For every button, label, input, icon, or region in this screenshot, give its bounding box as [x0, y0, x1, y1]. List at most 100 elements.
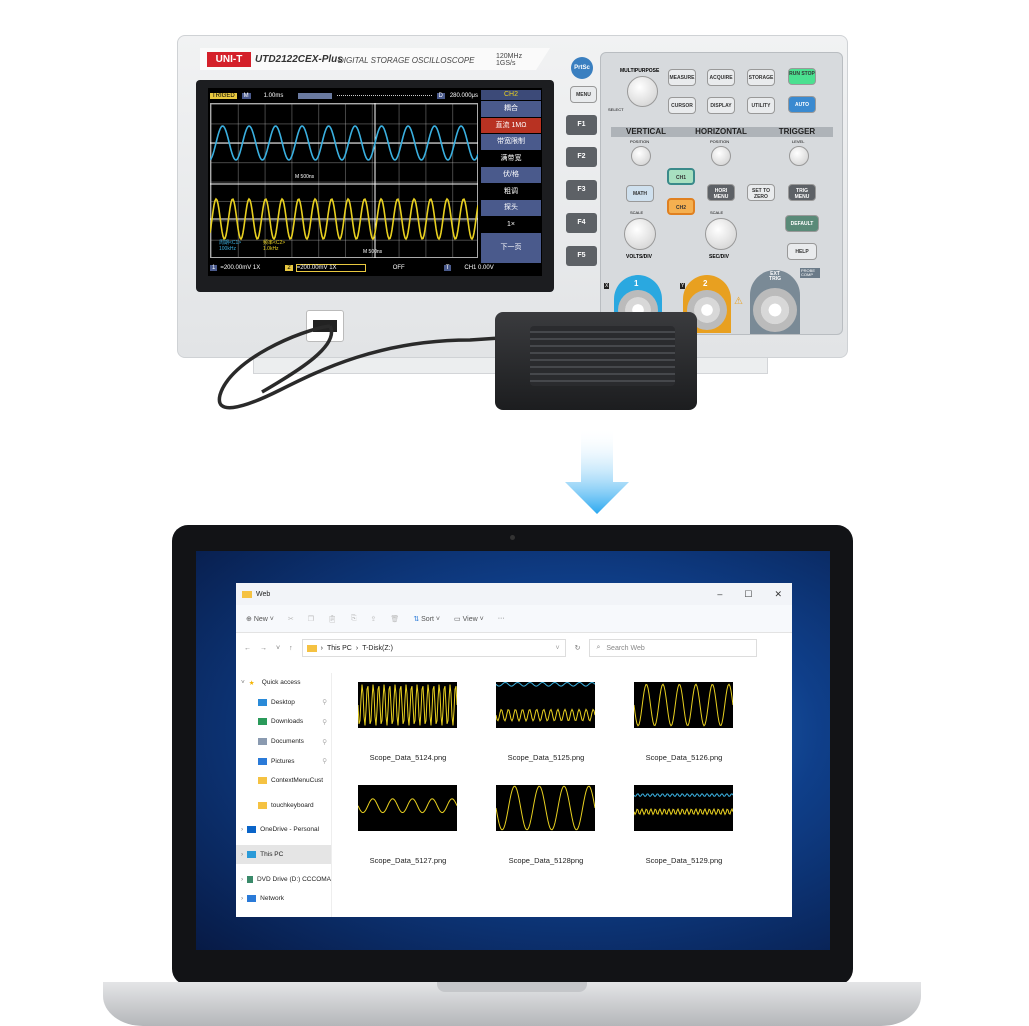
- sidebar-item-touchkeyboard[interactable]: touchkeyboard: [236, 796, 331, 816]
- chevron-right-icon[interactable]: ›: [241, 826, 244, 834]
- y-label: Y: [680, 283, 686, 289]
- desktop-icon: [258, 698, 267, 706]
- sidebar-item-onedrive-personal[interactable]: ›OneDrive - Personal: [236, 820, 331, 840]
- chevron-right-icon[interactable]: ›: [241, 895, 244, 903]
- acquire-button[interactable]: ACQUIRE: [707, 69, 735, 86]
- menu-coupling-value[interactable]: 直流 1MΩ: [481, 117, 541, 133]
- h-position-knob[interactable]: [711, 146, 731, 166]
- paste-icon[interactable]: 📋︎: [328, 615, 337, 623]
- chevron-down-icon[interactable]: ˅: [241, 679, 245, 687]
- display-button[interactable]: DISPLAY: [707, 97, 735, 114]
- sidebar-item-downloads[interactable]: Downloads⚲: [236, 712, 331, 732]
- menu-probe-value[interactable]: 1×: [481, 216, 541, 232]
- webcam: [510, 535, 515, 540]
- menu-bandwidth-value[interactable]: 满带宽: [481, 150, 541, 166]
- ch2-measurement-label: 频率<C2>: [263, 240, 286, 246]
- file-item[interactable]: Scope_Data_5125.png: [476, 677, 596, 772]
- trigger-level-knob[interactable]: [789, 146, 809, 166]
- ext-trig-bnc-connector[interactable]: [753, 288, 797, 332]
- search-input[interactable]: ⌕Search Web: [589, 639, 758, 657]
- new-button[interactable]: ⊕ New ˅: [246, 615, 274, 623]
- menu-next-page[interactable]: 下一页: [481, 233, 541, 263]
- recent-icon[interactable]: ˅: [276, 644, 281, 652]
- breadcrumb-this-pc[interactable]: This PC: [326, 644, 352, 652]
- file-item[interactable]: Scope_Data_5124.png: [338, 677, 458, 772]
- sidebar-item-quick-access[interactable]: ˅★Quick access: [236, 673, 331, 693]
- share-icon[interactable]: ⇪: [370, 615, 377, 623]
- maximize-icon[interactable]: ☐: [744, 588, 753, 599]
- cursor-button[interactable]: CURSOR: [668, 97, 696, 114]
- waveform-overview: [337, 95, 432, 96]
- model-name: UTD2122CEX-Plus: [255, 54, 343, 65]
- sidebar-item-documents[interactable]: Documents⚲: [236, 732, 331, 752]
- measure-button[interactable]: MEASURE: [668, 69, 696, 86]
- sort-button[interactable]: ⇅ Sort ˅: [413, 615, 441, 623]
- refresh-icon[interactable]: ↻: [574, 645, 581, 652]
- up-icon[interactable]: ↑: [289, 644, 293, 652]
- menu-bandwidth[interactable]: 带宽限制: [481, 134, 541, 150]
- more-button[interactable]: ···: [497, 615, 505, 622]
- volts-div-knob[interactable]: [624, 218, 656, 250]
- delay-value: 280.000μs: [449, 92, 478, 99]
- auto-button[interactable]: AUTO: [788, 96, 816, 113]
- close-icon[interactable]: ✕: [774, 588, 782, 599]
- sidebar-item-contextmenucust[interactable]: ContextMenuCust: [236, 771, 331, 791]
- f1-button[interactable]: F1: [566, 115, 597, 135]
- rename-icon[interactable]: ⎘: [350, 614, 357, 622]
- menu-button[interactable]: MENU: [570, 86, 597, 103]
- menu-volts[interactable]: 伏/格: [481, 167, 541, 183]
- view-button[interactable]: ▭ View ˅: [454, 615, 484, 623]
- breadcrumb-t-disk[interactable]: T-Disk(Z:): [362, 644, 393, 652]
- f4-button[interactable]: F4: [566, 213, 597, 233]
- minimize-icon[interactable]: –: [717, 588, 723, 599]
- hori-menu-button[interactable]: HORI MENU: [707, 184, 735, 201]
- menu-coupling[interactable]: 耦合: [481, 101, 541, 117]
- ch2-button[interactable]: CH2: [667, 198, 695, 215]
- menu-volts-value[interactable]: 粗调: [481, 183, 541, 199]
- sidebar-item-label: This PC: [260, 851, 284, 859]
- file-item[interactable]: Scope_Data_5126.png: [614, 677, 734, 772]
- back-icon[interactable]: ←: [244, 644, 251, 652]
- ch1-button[interactable]: CH1: [667, 168, 695, 185]
- trig-menu-button[interactable]: TRIG MENU: [788, 184, 816, 201]
- multipurpose-knob[interactable]: [627, 76, 658, 107]
- sidebar-item-this-pc[interactable]: › This PC: [236, 844, 331, 865]
- file-item[interactable]: Scope_Data_5127.png: [338, 780, 458, 875]
- menu-probe[interactable]: 探头: [481, 200, 541, 216]
- sidebar-item-dvd-drive-d-cccoma[interactable]: ›DVD Drive (D:) CCCOMA: [236, 869, 331, 889]
- f3-button[interactable]: F3: [566, 180, 597, 200]
- set-to-zero-button[interactable]: SET TO ZERO: [747, 184, 775, 201]
- file-item[interactable]: Scope_Data_5129.png: [614, 780, 734, 875]
- forward-icon[interactable]: →: [260, 644, 267, 652]
- sidebar-item-network[interactable]: › Network: [236, 889, 331, 909]
- address-bar[interactable]: › This PC› T-Disk(Z:) ˅: [301, 639, 566, 657]
- v-position-knob[interactable]: [631, 146, 651, 166]
- address-dropdown-icon[interactable]: ˅: [555, 644, 560, 652]
- new-label: New: [253, 615, 268, 623]
- sidebar-item-label: Network: [260, 895, 285, 903]
- file-item[interactable]: Scope_Data_5128png: [476, 780, 596, 875]
- sidebar-item-pictures[interactable]: Pictures⚲: [236, 751, 331, 771]
- sec-div-knob[interactable]: [705, 218, 737, 250]
- math-button[interactable]: MATH: [626, 185, 654, 202]
- sidebar-item-desktop[interactable]: Desktop⚲: [236, 693, 331, 713]
- default-button[interactable]: DEFAULT: [785, 215, 819, 232]
- f2-button[interactable]: F2: [566, 147, 597, 167]
- storage-button[interactable]: STORAGE: [747, 69, 775, 86]
- file-name: Scope_Data_5129.png: [645, 856, 723, 865]
- utility-button[interactable]: UTILITY: [747, 97, 775, 114]
- prtsc-button[interactable]: PrtSc: [571, 57, 593, 79]
- chevron-right-icon[interactable]: ›: [241, 875, 244, 883]
- file-name: Scope_Data_5126.png: [645, 753, 723, 762]
- multipurpose-label: MULTIPURPOSE: [620, 68, 660, 74]
- select-label: SELECT: [608, 107, 624, 112]
- help-button[interactable]: HELP: [787, 243, 817, 260]
- copy-icon[interactable]: ❐: [307, 615, 315, 623]
- ch1-waveform: [210, 125, 478, 161]
- run-stop-button[interactable]: RUN STOP: [788, 68, 816, 85]
- delete-icon[interactable]: 🗑︎: [390, 615, 400, 623]
- cut-icon[interactable]: ✂: [287, 615, 294, 623]
- chevron-right-icon[interactable]: ›: [241, 851, 244, 859]
- f5-button[interactable]: F5: [566, 246, 597, 266]
- file-thumbnail: [633, 682, 734, 728]
